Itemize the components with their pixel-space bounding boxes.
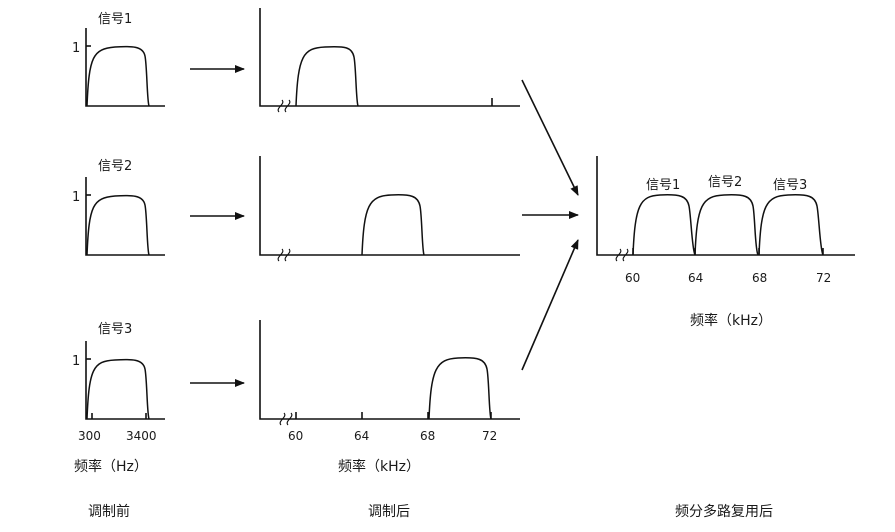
mux-signal-1-label: 信号1 (646, 178, 680, 193)
amplitude-label: 1 (72, 41, 80, 56)
baseband-column: 信号1 1 信号2 1 信号3 1 300 3400 频率（Hz） 调制前 (72, 12, 165, 520)
baseband-axes-2 (85, 177, 165, 256)
modulated-signal-1 (259, 8, 520, 113)
baseband-spectrum-1 (86, 45, 150, 107)
multiplexed-spectrum-1 (632, 194, 696, 256)
modulation-arrows (190, 65, 245, 387)
mux-tick-label-68: 68 (752, 271, 767, 285)
baseband-signal-1: 信号1 1 (72, 12, 165, 107)
multiplexed-axis-label: 频率（kHz） (690, 312, 772, 329)
baseband-axis-label: 频率（Hz） (74, 458, 148, 475)
arrow-diagonal-up (521, 239, 579, 371)
tick-label-60: 60 (288, 429, 303, 443)
multiplex-arrows (521, 79, 579, 371)
axis-break-1 (277, 99, 291, 113)
baseband-spectrum-3 (86, 358, 150, 420)
arrow-diagonal-down (521, 79, 579, 196)
mux-tick-label-60: 60 (625, 271, 640, 285)
signal-2-label: 信号2 (98, 159, 132, 174)
mux-tick-label-72: 72 (816, 271, 831, 285)
axis-break-2 (277, 248, 291, 262)
modulated-axes-3 (259, 320, 520, 420)
modulated-axes-1 (259, 8, 520, 107)
modulated-axes-2 (259, 156, 520, 256)
modulated-spectrum-3 (428, 357, 492, 420)
modulated-column: 60 64 68 72 频率（kHz） 调制后 (259, 8, 520, 520)
baseband-signal-2: 信号2 1 (72, 159, 165, 256)
mux-tick-label-64: 64 (688, 271, 703, 285)
axis-break-3 (279, 412, 293, 426)
modulated-axis-label: 频率（kHz） (338, 458, 420, 475)
multiplexed-spectrum-2 (694, 194, 759, 256)
modulated-signal-3: 60 64 68 72 (259, 320, 520, 443)
caption-fdm: 频分多路复用后 (675, 503, 773, 520)
baseband-signal-3: 信号3 1 300 3400 (72, 322, 165, 443)
multiplexed-column: 信号1 信号2 信号3 60 64 68 72 频率（kHz） 频分多路复用后 (596, 156, 855, 520)
caption-after: 调制后 (368, 504, 410, 520)
modulated-spectrum-1 (295, 45, 359, 107)
multiplexed-axes (596, 156, 855, 256)
tick-label-64: 64 (354, 429, 369, 443)
tick-label-3400: 3400 (126, 429, 157, 443)
tick-label-72: 72 (482, 429, 497, 443)
mux-signal-3-label: 信号3 (773, 178, 807, 193)
signal-1-label: 信号1 (98, 12, 132, 27)
modulated-signal-2 (259, 156, 520, 262)
tick-label-300: 300 (78, 429, 101, 443)
baseband-axes-1 (85, 28, 165, 107)
baseband-spectrum-2 (86, 194, 150, 256)
amplitude-label: 1 (72, 190, 80, 205)
tick-label-68: 68 (420, 429, 435, 443)
caption-before: 调制前 (88, 503, 130, 520)
mux-signal-2-label: 信号2 (708, 175, 742, 190)
amplitude-label: 1 (72, 354, 80, 369)
baseband-axes-3 (85, 341, 165, 420)
signal-3-label: 信号3 (98, 322, 132, 337)
axis-break-multiplexed (615, 248, 629, 262)
modulated-spectrum-2 (361, 194, 425, 256)
multiplexed-spectrum-3 (758, 194, 824, 256)
